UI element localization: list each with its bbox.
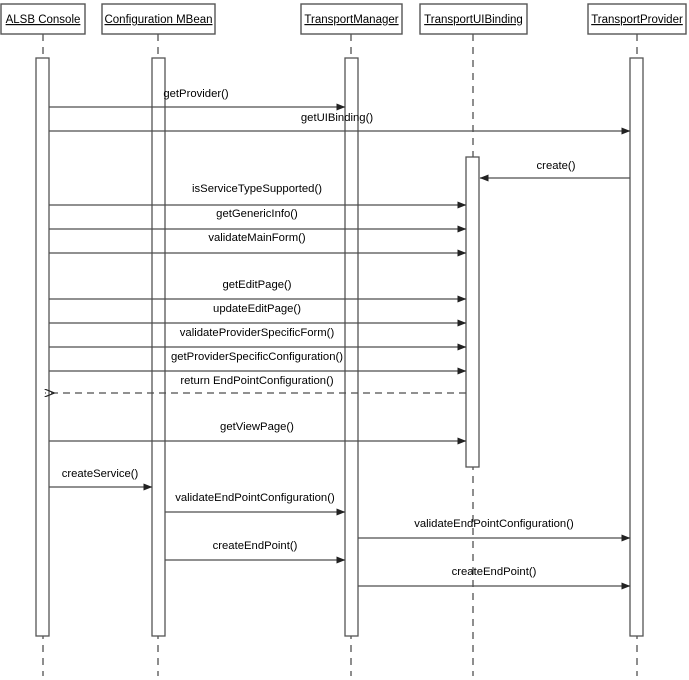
lifeline-tprov: TransportProvider <box>587 3 687 676</box>
message-m10[interactable]: getProviderSpecificConfiguration() <box>49 351 467 375</box>
activation-bar-tuibind <box>465 156 480 468</box>
participant-box-tprov[interactable] <box>587 3 687 35</box>
message-label-m12: getViewPage() <box>220 421 294 433</box>
message-label-m05: getGenericInfo() <box>216 208 298 220</box>
message-label-m15: validateEndPointConfiguration() <box>414 518 574 530</box>
message-label-m01: getProvider() <box>163 88 229 100</box>
message-m11[interactable]: return EndPointConfiguration() <box>45 375 466 393</box>
message-label-m09: validateProviderSpecificForm() <box>180 327 335 339</box>
participant-box-alsb[interactable] <box>0 3 86 35</box>
participant-box-mbean[interactable] <box>101 3 216 35</box>
messages-layer: getProvider() getUIBinding() create() isSer… <box>45 88 631 590</box>
lifeline-tmanager: TransportManager <box>300 3 403 676</box>
lifeline-tuibind: TransportUIBinding <box>419 3 528 676</box>
message-label-m06: validateMainForm() <box>208 232 306 244</box>
message-label-m11: return EndPointConfiguration() <box>180 375 333 387</box>
message-m03[interactable]: create() <box>479 160 630 182</box>
message-label-m16: createEndPoint() <box>213 540 298 552</box>
message-m08[interactable]: updateEditPage() <box>49 303 467 327</box>
activation-bar-tprov <box>629 57 644 637</box>
participant-label-tmanager: TransportManager <box>304 14 398 26</box>
message-m14[interactable]: validateEndPointConfiguration() <box>165 492 346 516</box>
message-label-m03: create() <box>537 160 576 172</box>
message-m15[interactable]: validateEndPointConfiguration() <box>358 518 631 542</box>
message-m13[interactable]: createService() <box>49 468 153 491</box>
message-m05[interactable]: getGenericInfo() <box>49 208 467 233</box>
message-label-m17: createEndPoint() <box>452 566 537 578</box>
message-label-m14: validateEndPointConfiguration() <box>175 492 335 504</box>
participant-box-tuibind[interactable] <box>419 3 528 35</box>
participant-label-alsb: ALSB Console <box>6 14 81 26</box>
message-label-m02: getUIBinding() <box>301 112 373 124</box>
message-label-m13: createService() <box>62 468 139 480</box>
message-label-m10: getProviderSpecificConfiguration() <box>171 351 343 363</box>
lifelines-layer: ALSB Console Configuration MBean Transport… <box>0 3 687 676</box>
message-label-m07: getEditPage() <box>222 279 291 291</box>
message-m09[interactable]: validateProviderSpecificForm() <box>49 327 467 351</box>
activation-bar-alsb <box>35 57 50 637</box>
message-m01[interactable]: getProvider() <box>49 88 346 111</box>
lifeline-mbean: Configuration MBean <box>101 3 216 676</box>
message-label-m08: updateEditPage() <box>213 303 301 315</box>
message-m02[interactable]: getUIBinding() <box>49 112 631 135</box>
message-m17[interactable]: createEndPoint() <box>358 566 631 590</box>
participant-box-tmanager[interactable] <box>300 3 403 35</box>
participant-label-tuibind: TransportUIBinding <box>424 14 523 26</box>
message-m07[interactable]: getEditPage() <box>49 279 467 303</box>
message-m12[interactable]: getViewPage() <box>49 421 467 445</box>
message-label-m04: isServiceTypeSupported() <box>192 183 322 195</box>
participant-label-mbean: Configuration MBean <box>104 14 212 26</box>
message-m06[interactable]: validateMainForm() <box>49 232 467 257</box>
message-m04[interactable]: isServiceTypeSupported() <box>49 183 467 209</box>
participant-label-tprov: TransportProvider <box>591 14 683 26</box>
message-m16[interactable]: createEndPoint() <box>165 540 346 564</box>
lifeline-alsb: ALSB Console <box>0 3 86 676</box>
